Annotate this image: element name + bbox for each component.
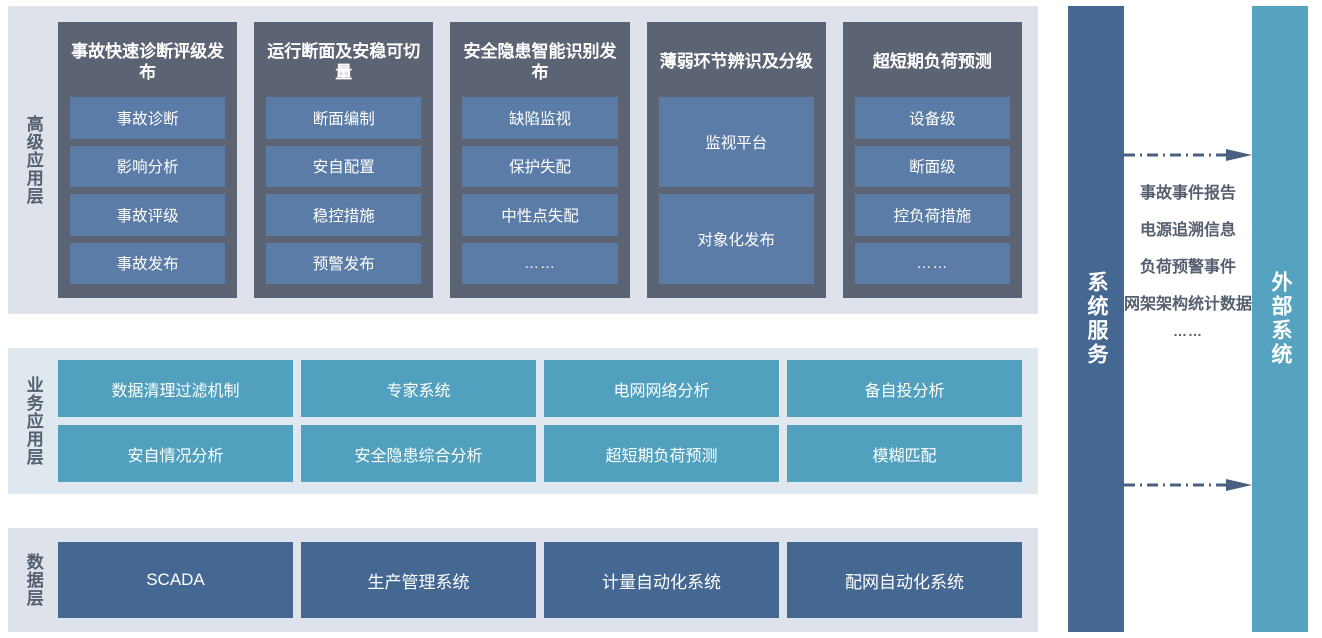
business-item[interactable]: 数据清理过滤机制 — [58, 360, 293, 417]
app-item[interactable]: 事故诊断 — [70, 97, 226, 139]
data-layer: 数据层 SCADA 生产管理系统 计量自动化系统 配网自动化系统 — [8, 528, 1038, 632]
external-system-label: 外部系统 — [1269, 271, 1292, 367]
flow-item: 电源追溯信息 — [1139, 222, 1236, 239]
app-item[interactable]: 影响分析 — [70, 145, 226, 187]
business-item[interactable]: 安全隐患综合分析 — [301, 425, 536, 482]
business-row: 安自情况分析 安全隐患综合分析 超短期负荷预测 模糊匹配 — [58, 425, 1022, 482]
app-item[interactable]: 事故发布 — [70, 242, 226, 284]
app-item[interactable]: 事故评级 — [70, 194, 226, 236]
system-service-bar[interactable]: 系统服务 — [1068, 6, 1124, 632]
app-item[interactable]: 对象化发布 — [658, 194, 814, 284]
app-card-items: 监视平台 对象化发布 — [658, 97, 814, 284]
app-card-items: 断面编制 安自配置 稳控措施 预警发布 — [266, 97, 422, 284]
app-item[interactable]: 断面编制 — [266, 97, 422, 139]
advanced-layer-body: 事故快速诊断评级发布 事故诊断 影响分析 事故评级 事故发布 运行断面及安稳可切… — [58, 6, 1038, 314]
data-layer-label: 数据层 — [23, 553, 43, 607]
app-card-title: 超短期负荷预测 — [872, 52, 992, 72]
flow-item-ellipsis: …… — [1173, 323, 1203, 339]
data-item[interactable]: SCADA — [58, 542, 293, 618]
business-item[interactable]: 超短期负荷预测 — [544, 425, 779, 482]
flow-item-list: 事故事件报告 电源追溯信息 负荷预警事件 网架架构统计数据 …… — [1124, 184, 1252, 341]
app-card-operating-section[interactable]: 运行断面及安稳可切量 断面编制 安自配置 稳控措施 预警发布 — [254, 22, 434, 298]
flow-item: 事故事件报告 — [1139, 185, 1236, 202]
business-row: 数据清理过滤机制 专家系统 电网网络分析 备自投分析 — [58, 360, 1022, 417]
app-item-ellipsis[interactable]: …… — [854, 242, 1011, 284]
business-layer-label: 业务应用层 — [23, 376, 43, 466]
app-card-safety-hazard[interactable]: 安全隐患智能识别发布 缺陷监视 保护失配 中性点失配 …… — [450, 22, 630, 298]
app-card-title: 薄弱环节辨识及分级 — [659, 52, 813, 72]
data-layer-body: SCADA 生产管理系统 计量自动化系统 配网自动化系统 — [58, 528, 1038, 632]
business-item[interactable]: 备自投分析 — [787, 360, 1022, 417]
app-item[interactable]: 保护失配 — [462, 145, 618, 187]
business-application-layer: 业务应用层 数据清理过滤机制 专家系统 电网网络分析 备自投分析 安自情况分析 … — [8, 348, 1038, 494]
app-card-title: 安全隐患智能识别发布 — [463, 41, 617, 82]
external-system-bar[interactable]: 外部系统 — [1252, 6, 1308, 632]
business-item[interactable]: 安自情况分析 — [58, 425, 293, 482]
app-card-ultra-short-load-forecast[interactable]: 超短期负荷预测 设备级 断面级 控负荷措施 …… — [842, 22, 1023, 298]
app-card-accident-diagnosis[interactable]: 事故快速诊断评级发布 事故诊断 影响分析 事故评级 事故发布 — [58, 22, 238, 298]
flow-channel: 事故事件报告 电源追溯信息 负荷预警事件 网架架构统计数据 …… — [1124, 6, 1252, 632]
advanced-layer-label: 高级应用层 — [23, 115, 43, 205]
flow-arrow-top-icon — [1124, 149, 1252, 161]
app-item[interactable]: 缺陷监视 — [462, 97, 618, 139]
app-item[interactable]: 安自配置 — [266, 145, 422, 187]
app-card-items: 缺陷监视 保护失配 中性点失配 …… — [462, 97, 618, 284]
app-item-ellipsis[interactable]: …… — [462, 242, 618, 284]
app-card-title: 事故快速诊断评级发布 — [71, 41, 225, 82]
business-item[interactable]: 专家系统 — [301, 360, 536, 417]
app-card-items: 事故诊断 影响分析 事故评级 事故发布 — [70, 97, 226, 284]
app-item[interactable]: 稳控措施 — [266, 194, 422, 236]
app-item[interactable]: 监视平台 — [658, 97, 814, 187]
business-item[interactable]: 电网网络分析 — [544, 360, 779, 417]
app-item[interactable]: 控负荷措施 — [854, 194, 1011, 236]
layer-stack: 高级应用层 事故快速诊断评级发布 事故诊断 影响分析 事故评级 事故发布 运行断… — [8, 6, 1038, 632]
business-layer-body: 数据清理过滤机制 专家系统 电网网络分析 备自投分析 安自情况分析 安全隐患综合… — [58, 348, 1038, 494]
app-card-weak-link[interactable]: 薄弱环节辨识及分级 监视平台 对象化发布 — [646, 22, 826, 298]
app-card-title: 运行断面及安稳可切量 — [267, 41, 421, 82]
system-service-label: 系统服务 — [1085, 271, 1108, 367]
app-item[interactable]: 断面级 — [854, 145, 1011, 187]
app-item[interactable]: 预警发布 — [266, 242, 422, 284]
flow-arrow-bottom-icon — [1124, 479, 1252, 491]
data-item[interactable]: 生产管理系统 — [301, 542, 536, 618]
app-card-items: 设备级 断面级 控负荷措施 …… — [854, 97, 1011, 284]
advanced-application-layer: 高级应用层 事故快速诊断评级发布 事故诊断 影响分析 事故评级 事故发布 运行断… — [8, 6, 1038, 314]
business-item[interactable]: 模糊匹配 — [787, 425, 1022, 482]
flow-item: 网架架构统计数据 — [1124, 296, 1253, 313]
app-item[interactable]: 中性点失配 — [462, 194, 618, 236]
app-item[interactable]: 设备级 — [854, 97, 1011, 139]
data-item[interactable]: 配网自动化系统 — [787, 542, 1022, 618]
flow-item: 负荷预警事件 — [1139, 259, 1236, 276]
data-item[interactable]: 计量自动化系统 — [544, 542, 779, 618]
